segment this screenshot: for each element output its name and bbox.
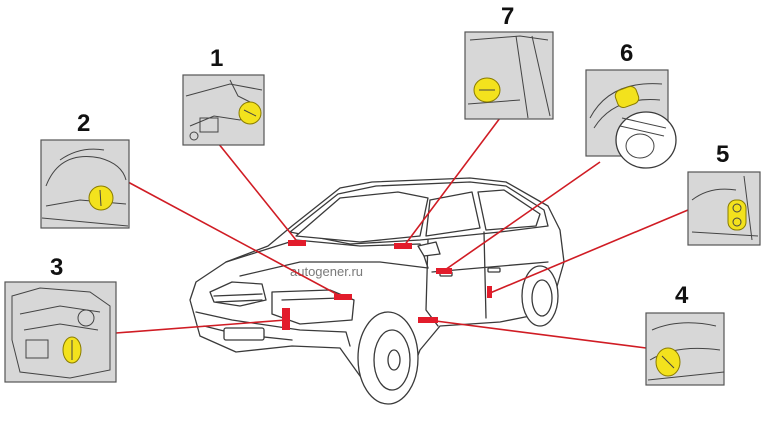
- inset-panel-2: 2: [40, 110, 130, 229]
- callout-number-5: 5: [716, 141, 729, 168]
- car-rear-door: [483, 231, 487, 319]
- marker-3: [282, 308, 290, 330]
- marker-4: [418, 317, 438, 323]
- marker-5: [487, 286, 492, 298]
- callout-number-2: 2: [77, 110, 90, 137]
- car-rear-wheel: [521, 265, 559, 327]
- inset-panel-4: 4: [645, 282, 725, 386]
- inset-panel-3: 3: [4, 254, 117, 383]
- leader-line-1: [217, 142, 297, 241]
- leader-line-3: [115, 319, 287, 334]
- car-front-side-window: [425, 191, 481, 237]
- callout-number-6: 6: [620, 40, 633, 67]
- marker-1: [288, 240, 306, 246]
- inset-panel-6: 6: [585, 40, 677, 169]
- leader-line-5: [489, 209, 689, 294]
- inset-panel-1: 1: [182, 45, 265, 146]
- leader-line-2: [127, 181, 343, 298]
- leader-line-6: [441, 161, 601, 273]
- car-illustration: autogener.ru: [189, 177, 565, 405]
- car-windshield: [295, 191, 429, 243]
- inset-panel-5: 5: [687, 141, 761, 246]
- car-bumper: [195, 311, 351, 347]
- location-markers: [282, 240, 492, 330]
- watermark-text: autogener.ru: [290, 264, 363, 279]
- callout-number-7: 7: [501, 3, 514, 30]
- leader-line-4: [427, 319, 647, 349]
- marker-2: [334, 294, 352, 300]
- marker-6: [436, 268, 452, 274]
- callout-number-4: 4: [675, 282, 689, 309]
- callout-number-3: 3: [50, 254, 63, 281]
- car-rear-side-window: [477, 189, 541, 231]
- car-grille: [209, 281, 267, 307]
- leader-lines: [115, 117, 689, 349]
- leader-line-7: [403, 117, 501, 247]
- inset-panel-7: 7: [464, 3, 554, 120]
- car-front-wheel: [357, 311, 419, 405]
- highlight-spot-5: [727, 199, 747, 231]
- marker-7: [394, 243, 412, 249]
- car-mirror: [417, 241, 441, 257]
- highlight-spot-6: [614, 85, 640, 109]
- callout-number-1: 1: [210, 45, 223, 72]
